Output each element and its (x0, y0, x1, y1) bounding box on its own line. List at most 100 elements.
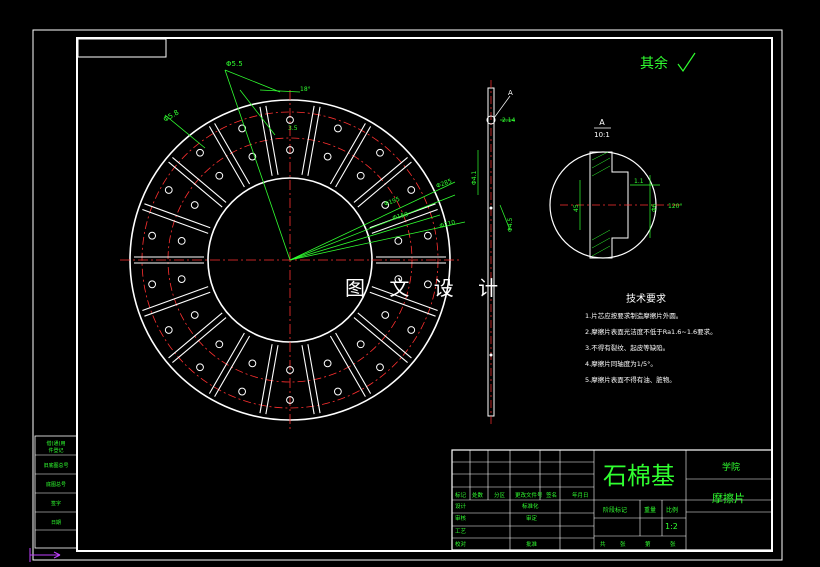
rivet-hole (238, 387, 247, 396)
disc-slot (208, 332, 251, 397)
det-dim-4: 120° (668, 203, 682, 210)
outer-frame (32, 29, 783, 561)
school-name: 学院 (722, 461, 740, 473)
side-cell-6: 日期 (51, 520, 61, 526)
disc-slot (168, 157, 227, 208)
dimension-leaders (164, 69, 466, 261)
title-block: 石棉基 学院 摩擦片 阶段标记 重量 比例 1:2 标记处数分区更改文件号签名年… (451, 449, 773, 551)
rivet-hole (248, 359, 257, 368)
rivet-hole (423, 280, 432, 289)
rivet-hole (376, 363, 384, 372)
rivet-hole (323, 359, 332, 368)
dim-top: Φ5.5 (226, 60, 243, 68)
rivet-hole (190, 311, 199, 319)
header-cell: 更改文件号 (515, 491, 543, 499)
rivet-hole (286, 146, 294, 154)
rivet-hole (333, 387, 342, 396)
watermark: 图 文 设 计 (345, 276, 508, 300)
rivet-hole (407, 326, 416, 334)
surface-note: 其余 (640, 55, 668, 72)
tech-requirements: 技术要求 1.片芯应按要求制造摩擦片外圆。 2.摩擦片表面光洁度不低于Ra1.6… (585, 292, 717, 384)
footer-cell-4: 张 (670, 540, 676, 548)
tech-item-3: 3.不得有裂纹、起皮等缺陷。 (585, 343, 669, 352)
footer-cell-3: 第 (645, 540, 651, 548)
disc-slot (208, 123, 251, 188)
det-dim-2: 45 (573, 204, 580, 212)
rivet-hole (164, 186, 173, 194)
rivet-hole (381, 311, 390, 319)
rivet-hole (164, 326, 173, 334)
disc-slot (353, 312, 412, 363)
tech-item-4: 4.摩擦片同轴度为1/5°。 (585, 359, 657, 368)
tech-item-5: 5.摩擦片表面不得有油、脏物。 (585, 375, 676, 384)
left-cell-4: 校对 (455, 540, 467, 548)
rivet-hole (238, 124, 247, 133)
scale-value: 1:2 (665, 522, 678, 531)
disc-slot (301, 105, 321, 176)
rivet-hole (148, 280, 157, 289)
ucs-icon (29, 548, 61, 562)
rivet-hole (215, 340, 224, 349)
rivet-hole (248, 152, 257, 161)
disc-slot (353, 157, 412, 208)
rivet-hole (286, 396, 294, 404)
rivet-hole (177, 275, 186, 284)
rivet-hole (215, 171, 224, 180)
left-cell-1: 设计 (455, 502, 467, 510)
tech-item-1: 1.片芯应按要求制造摩擦片外圆。 (585, 311, 682, 320)
sec-dim-2: Φ4.5 (507, 218, 514, 232)
side-cell-3: 旧底图总号 (43, 462, 68, 469)
rivet-hole (148, 231, 157, 240)
friction-disc-front-view: Φ5.5 Φ5.8 Φ285 Φ195 Φ150 Φ210 18° 3.5 (120, 60, 466, 430)
sec-dim-top: 2.14 (502, 117, 516, 124)
dim-angle-small: 18° (300, 86, 311, 93)
tech-title: 技术要求 (626, 292, 666, 305)
disc-slot (134, 256, 204, 264)
dim-r1: Φ285 (435, 178, 453, 190)
slot-group (134, 105, 446, 415)
disc-slot (376, 256, 446, 264)
part-name: 摩擦片 (712, 491, 745, 505)
code-box (77, 38, 167, 58)
disc-slot (142, 286, 211, 317)
detail-view-a: A 10:1 1.1 45 Φ6 120° (549, 118, 682, 259)
rivet-hole (376, 148, 384, 157)
left-cell-3: 工艺 (455, 528, 467, 535)
header-cell: 处数 (472, 491, 484, 499)
stage-label: 阶段标记 (603, 506, 627, 514)
dim-r4: Φ210 (439, 219, 457, 230)
disc-slot (259, 344, 279, 415)
left-cell-2: 审核 (455, 514, 467, 522)
dim-hole: Φ5.8 (162, 108, 180, 123)
rivet-hole (190, 201, 199, 209)
rivet-hole (196, 363, 204, 372)
material-name: 石棉基 (603, 462, 675, 490)
footer-cell-1: 共 (600, 540, 606, 548)
mid-cell-1: 标准化 (522, 502, 539, 510)
roughness-icon (677, 52, 696, 73)
rivet-hole (177, 236, 186, 245)
rivet-hole (356, 340, 365, 349)
rivet-hole (423, 231, 432, 240)
header-cell: 分区 (494, 491, 506, 499)
ratio-label: 比例 (666, 506, 678, 514)
rivet-hole (286, 366, 294, 374)
mid-cell-3: 批准 (526, 540, 538, 548)
detail-label: A (599, 118, 605, 127)
disc-slot (369, 286, 438, 317)
side-cell-5: 签字 (51, 500, 61, 507)
rivet-hole (323, 152, 332, 161)
rivet-hole (196, 148, 204, 157)
disc-slot (168, 312, 227, 363)
side-cell-4: 底图总号 (46, 481, 66, 488)
detail-scale: 10:1 (594, 131, 610, 139)
rivet-hole (381, 201, 390, 209)
rivet-hole (394, 275, 403, 284)
sec-dim-1: Φ4.1 (471, 171, 478, 185)
side-cell-1: 借(通)用 (47, 440, 66, 447)
rivet-hole (407, 186, 416, 194)
side-cell-2: 件登记 (48, 447, 63, 454)
dim-r2: Φ195 (383, 196, 401, 208)
dim-r3: Φ150 (392, 211, 410, 222)
